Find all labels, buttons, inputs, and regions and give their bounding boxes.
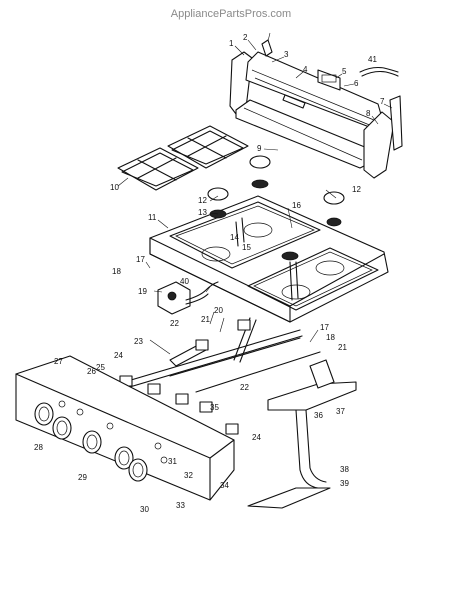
callout-3: 3 — [284, 50, 289, 59]
callout-25: 25 — [96, 363, 105, 372]
callout-24-left: 24 — [114, 351, 123, 360]
callout-30: 30 — [140, 505, 149, 514]
callout-17-right: 17 — [320, 323, 329, 332]
callout-21-right: 21 — [338, 343, 347, 352]
valve-assembly — [157, 281, 219, 315]
callout-31: 31 — [168, 457, 177, 466]
callout-33: 33 — [176, 501, 185, 510]
callout-32: 32 — [184, 471, 193, 480]
callout-11: 11 — [148, 213, 157, 222]
callout-22-upper: 22 — [170, 319, 179, 328]
cooktop — [149, 179, 389, 323]
control-panel — [15, 355, 235, 501]
callout-13: 13 — [198, 208, 207, 217]
callout-26: 26 — [87, 367, 96, 376]
callout-27: 27 — [54, 357, 63, 366]
burner-grates — [117, 125, 249, 191]
callout-36: 36 — [314, 411, 323, 420]
callout-19: 19 — [138, 287, 147, 296]
callout-15: 15 — [242, 243, 251, 252]
callout-18-left: 18 — [112, 267, 121, 276]
callout-labels: 1 2 3 4 5 6 7 8 9 10 11 12 12 13 14 15 1… — [34, 33, 385, 514]
callout-29: 29 — [78, 473, 87, 482]
manifold-assembly — [103, 317, 357, 509]
callout-9: 9 — [257, 144, 262, 153]
callout-34: 34 — [220, 481, 229, 490]
callout-10: 10 — [110, 183, 119, 192]
callout-6: 6 — [354, 79, 359, 88]
callout-18-right: 18 — [326, 333, 335, 342]
backguard-assembly — [229, 32, 403, 179]
callout-16: 16 — [292, 201, 301, 210]
callout-5: 5 — [342, 67, 347, 76]
callout-4: 4 — [303, 65, 308, 74]
callout-8: 8 — [366, 109, 371, 118]
callout-35: 35 — [210, 403, 219, 412]
callout-39: 39 — [340, 479, 349, 488]
callout-12-right: 12 — [352, 185, 361, 194]
callout-28: 28 — [34, 443, 43, 452]
callout-17-left: 17 — [136, 255, 145, 264]
callout-24-right: 24 — [252, 433, 261, 442]
callout-20: 20 — [214, 306, 223, 315]
callout-40: 40 — [180, 277, 189, 286]
callout-37: 37 — [336, 407, 345, 416]
callout-12-left: 12 — [198, 196, 207, 205]
callout-1: 1 — [229, 39, 234, 48]
callout-7: 7 — [380, 97, 385, 106]
callout-23: 23 — [134, 337, 143, 346]
callout-2: 2 — [243, 33, 248, 42]
leader-lines — [117, 39, 393, 355]
callout-21-left: 21 — [201, 315, 210, 324]
callout-22-lower: 22 — [240, 383, 249, 392]
callout-38: 38 — [340, 465, 349, 474]
watermark-text: AppliancePartsPros.com — [171, 8, 291, 20]
callout-14: 14 — [230, 233, 239, 242]
callout-41: 41 — [368, 55, 377, 64]
